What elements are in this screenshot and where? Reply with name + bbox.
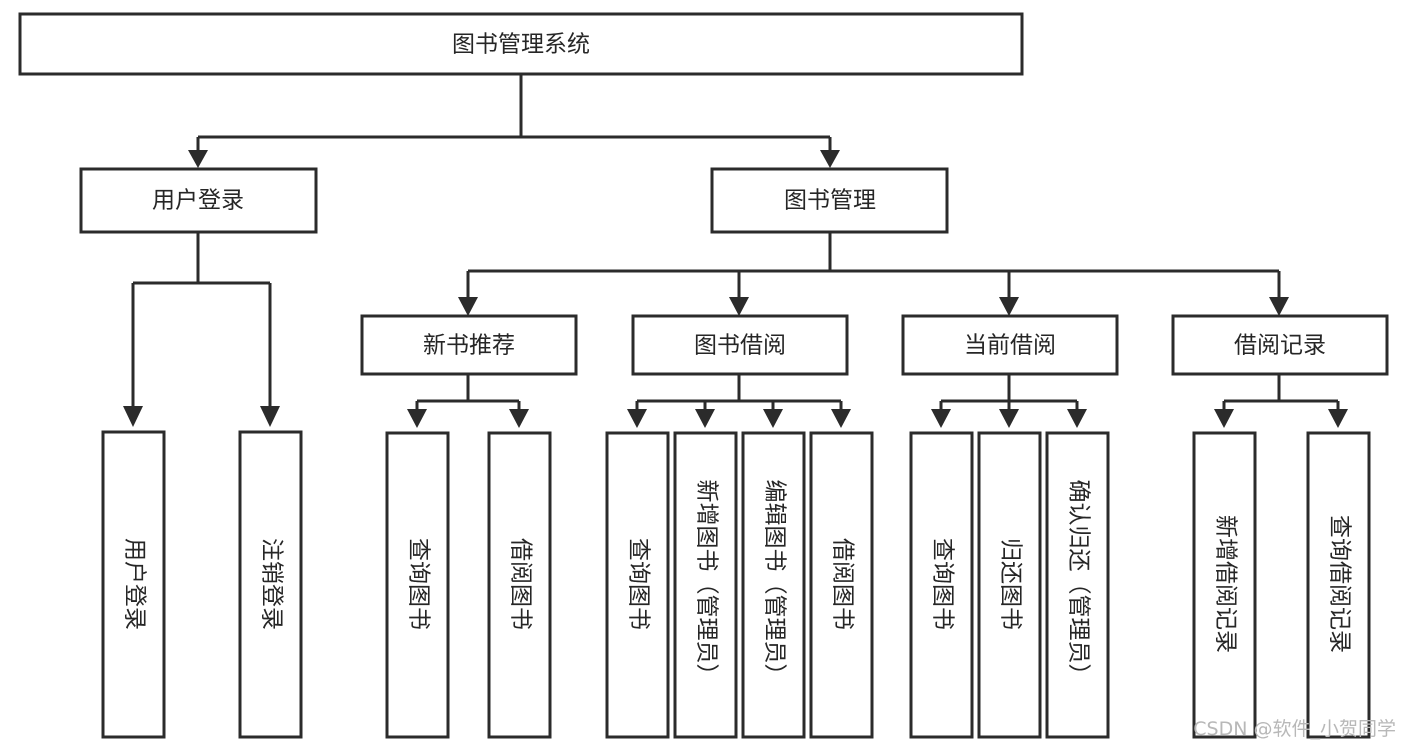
node-current-borrow[interactable]: 当前借阅 — [901, 314, 1119, 376]
leaf-user-logout-box[interactable] — [238, 430, 303, 739]
node-root[interactable]: 图书管理系统 — [18, 12, 1024, 76]
leaf-borrow-book-1-box[interactable] — [487, 431, 552, 739]
leaf-query-book-1-label: 查询图书 — [406, 538, 432, 630]
current-borrow-label: 当前借阅 — [964, 333, 1056, 359]
book-borrow-label: 图书借阅 — [694, 333, 786, 359]
leaf-add-record-label: 新增借阅记录 — [1213, 515, 1239, 653]
leaf-borrow-book-2-label: 借阅图书 — [830, 538, 856, 630]
root-label: 图书管理系统 — [452, 32, 590, 58]
leaf-node[interactable]: 借阅图书 — [487, 431, 552, 739]
leaf-node[interactable]: 用户登录 — [101, 430, 166, 739]
arrowhead-leaf-borrow-book-1 — [509, 409, 529, 428]
leaf-node[interactable]: 新增借阅记录 — [1192, 431, 1257, 739]
user-login-label: 用户登录 — [152, 188, 244, 214]
arrowhead-book-borrow — [729, 297, 749, 316]
arrowhead-borrow-record — [1269, 297, 1289, 316]
borrow-record-box[interactable] — [1171, 314, 1389, 376]
arrowhead-user-login — [188, 150, 208, 168]
leaf-node[interactable]: 新增图书（管理员） — [673, 431, 738, 739]
leaf-node[interactable]: 借阅图书 — [809, 431, 874, 739]
node-borrow-record[interactable]: 借阅记录 — [1171, 314, 1389, 376]
leaf-borrow-book-2-box[interactable] — [809, 431, 874, 739]
leaf-edit-book-label: 编辑图书（管理员） — [762, 480, 788, 687]
leaf-user-login-box[interactable] — [101, 430, 166, 739]
current-borrow-box[interactable] — [901, 314, 1119, 376]
node-book-borrow[interactable]: 图书借阅 — [631, 314, 849, 376]
arrowhead-leaf-add-record — [1214, 409, 1234, 428]
leaf-node[interactable]: 编辑图书（管理员） — [741, 431, 806, 739]
leaf-query-record-box[interactable] — [1306, 431, 1371, 739]
leaf-node[interactable]: 归还图书 — [977, 431, 1042, 739]
arrowhead-leaf-query-book-1 — [407, 409, 427, 428]
leaf-confirm-return-label: 确认归还（管理员） — [1066, 480, 1092, 687]
arrowhead-leaf-query-book-2 — [627, 409, 647, 428]
leaf-query-book-3-label: 查询图书 — [930, 538, 956, 630]
new-book-recommend-label: 新书推荐 — [423, 333, 515, 359]
node-new-book-recommend[interactable]: 新书推荐 — [360, 314, 578, 376]
leaf-node[interactable]: 查询借阅记录 — [1306, 431, 1371, 739]
leaf-return-book-label: 归还图书 — [998, 538, 1024, 630]
leaf-node[interactable]: 确认归还（管理员） — [1045, 431, 1110, 739]
arrowhead-leaf-add-book — [695, 409, 715, 428]
leaf-query-record-label: 查询借阅记录 — [1327, 515, 1353, 653]
leaf-node[interactable]: 注销登录 — [238, 430, 303, 739]
leaf-query-book-1-box[interactable] — [385, 431, 450, 739]
arrowhead-leaf-confirm-return — [1067, 409, 1087, 428]
leaf-user-logout-label: 注销登录 — [259, 538, 285, 630]
arrowhead-book-manage — [820, 150, 840, 168]
leaf-borrow-book-1-label: 借阅图书 — [508, 538, 534, 630]
user-login-box[interactable] — [79, 167, 318, 234]
book-borrow-box[interactable] — [631, 314, 849, 376]
leaf-add-record-box[interactable] — [1192, 431, 1257, 739]
new-book-recommend-box[interactable] — [360, 314, 578, 376]
book-manage-box[interactable] — [710, 167, 949, 234]
watermark-text: CSDN @软件_小贺同学 — [1193, 718, 1396, 740]
leaf-user-login-label: 用户登录 — [122, 538, 148, 630]
leaf-return-book-box[interactable] — [977, 431, 1042, 739]
leaf-add-book-box[interactable] — [673, 431, 738, 739]
arrowhead-leaf-user-logout — [260, 406, 280, 427]
leaf-edit-book-box[interactable] — [741, 431, 806, 739]
borrow-record-label: 借阅记录 — [1234, 333, 1326, 359]
leaf-query-book-3-box[interactable] — [909, 431, 974, 739]
node-user-login[interactable]: 用户登录 — [79, 167, 318, 234]
arrowhead-leaf-query-record — [1328, 409, 1348, 428]
root-box[interactable] — [18, 12, 1024, 76]
arrowhead-new-book-recommend — [458, 297, 478, 316]
arrowhead-leaf-user-login — [123, 406, 143, 427]
leaf-query-book-2-box[interactable] — [605, 431, 670, 739]
leaf-confirm-return-box[interactable] — [1045, 431, 1110, 739]
arrowhead-leaf-query-book-3 — [931, 409, 951, 428]
leaf-node[interactable]: 查询图书 — [385, 431, 450, 739]
book-manage-label: 图书管理 — [784, 188, 876, 214]
leaf-add-book-label: 新增图书（管理员） — [694, 480, 720, 687]
connector-layer — [123, 75, 1348, 428]
node-book-manage[interactable]: 图书管理 — [710, 167, 949, 234]
leaf-node[interactable]: 查询图书 — [605, 431, 670, 739]
arrowhead-leaf-edit-book — [763, 409, 783, 428]
leaf-node[interactable]: 查询图书 — [909, 431, 974, 739]
leaf-query-book-2-label: 查询图书 — [626, 538, 652, 630]
arrowhead-leaf-return-book — [999, 409, 1019, 428]
arrowhead-leaf-borrow-book-2 — [831, 409, 851, 428]
arrowhead-current-borrow — [999, 297, 1019, 316]
